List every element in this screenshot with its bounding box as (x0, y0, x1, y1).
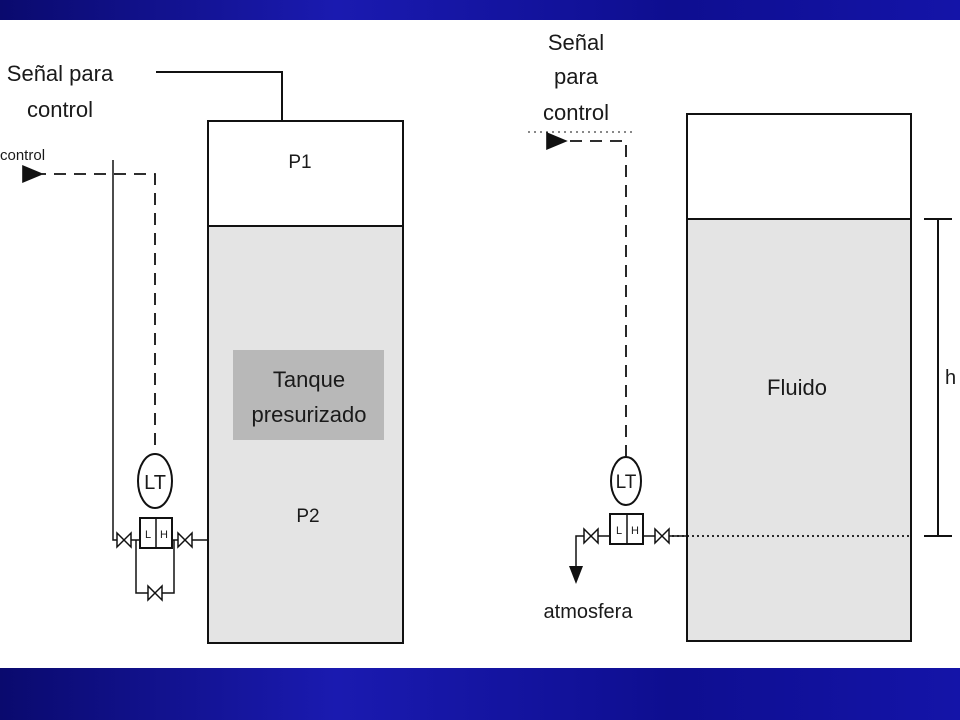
vent-line (575, 535, 610, 568)
tank-bottom-label: P2 (296, 506, 319, 527)
control-signal-dashed (22, 165, 156, 445)
tank-top-label: P1 (288, 152, 311, 173)
signal-label-line3: control (543, 100, 609, 125)
bottom-banner (0, 668, 960, 720)
low-side-impulse-line (112, 160, 140, 541)
signal-label-line2: control (27, 97, 93, 122)
fluid-label: Fluido (767, 375, 827, 400)
transmitter-label: LT (144, 472, 166, 494)
high-side-valve-icon (177, 531, 193, 549)
port-low-label: L (616, 525, 622, 537)
arrow-label: control (0, 147, 45, 164)
open-tank-liquid (688, 219, 910, 640)
low-side-valve-icon (116, 531, 132, 549)
port-high-label: H (160, 529, 168, 541)
left-diagram: P1 Tanque presurizado P2 Señal para cont… (0, 61, 404, 644)
diagram-canvas: P1 Tanque presurizado P2 Señal para cont… (0, 20, 960, 668)
upper-tap-line (156, 71, 283, 121)
low-side-valve-icon (583, 527, 599, 545)
control-signal-dashed (546, 132, 627, 457)
top-banner (0, 0, 960, 20)
signal-label-line2: para (554, 64, 599, 89)
transmitter-label: LT (616, 472, 637, 493)
port-high-label: H (631, 525, 639, 537)
equalizing-valve-icon (147, 584, 163, 602)
level-transmitter-circle (137, 453, 173, 509)
right-diagram: Fluido h Señal para control LT L H atmos… (528, 30, 956, 642)
high-side-valve-icon (654, 527, 670, 545)
tank-label-line2: presurizado (252, 402, 367, 427)
signal-label-line1: Señal para (7, 61, 114, 86)
tank-label-line1: Tanque (273, 367, 345, 392)
vent-label: atmosfera (544, 601, 634, 623)
level-transmitter-circle (610, 456, 642, 506)
vent-arrow-icon (569, 566, 583, 584)
height-label: h (945, 367, 956, 389)
port-low-label: L (145, 529, 151, 541)
level-measurement-diagram: P1 Tanque presurizado P2 Señal para cont… (0, 30, 956, 644)
signal-label-line1: Señal (548, 30, 604, 55)
tank-label-box (233, 350, 384, 440)
